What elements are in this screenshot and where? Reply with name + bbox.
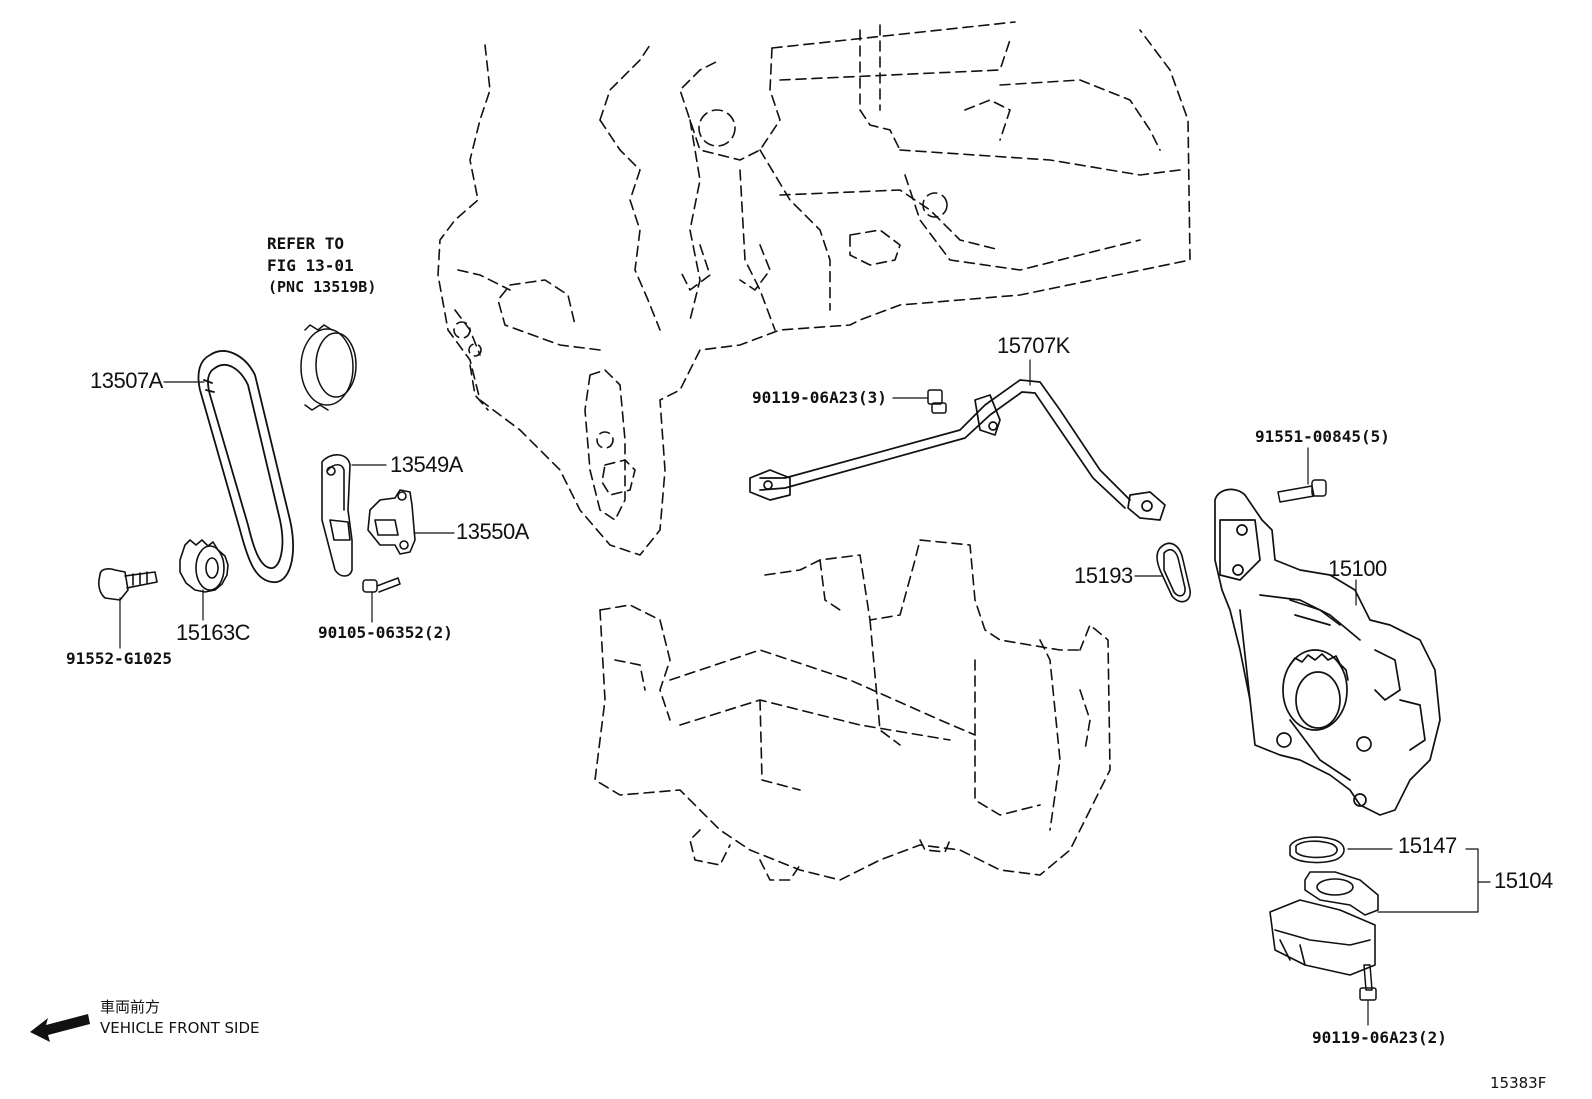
bolt-90119-a bbox=[928, 390, 946, 413]
refer-note-line2: FIG 13-01 bbox=[267, 256, 354, 275]
part-13507A[interactable]: 13507A bbox=[90, 368, 163, 393]
direction-en: VEHICLE FRONT SIDE bbox=[100, 1019, 260, 1037]
part-15104[interactable]: 15104 bbox=[1494, 868, 1553, 893]
part-15100[interactable]: 15100 bbox=[1328, 556, 1387, 581]
part-13549A[interactable]: 13549A bbox=[390, 452, 463, 477]
strainer-15104 bbox=[1270, 872, 1378, 975]
timing-chain bbox=[198, 351, 293, 582]
o-ring-15193 bbox=[1157, 543, 1190, 601]
oil-pump bbox=[1215, 489, 1440, 815]
part-90119-06A23-2[interactable]: 90119-06A23(2) bbox=[1312, 1028, 1447, 1047]
part-90119-06A23-3[interactable]: 90119-06A23(3) bbox=[752, 388, 887, 407]
oil-pipe bbox=[750, 380, 1165, 520]
figure-id: 15383F bbox=[1490, 1074, 1547, 1092]
refer-note-line3: (PNC 13519B) bbox=[268, 278, 377, 296]
chain-tensioner bbox=[368, 490, 415, 554]
part-91552-G1025[interactable]: 91552-G1025 bbox=[66, 649, 172, 668]
part-15707K[interactable]: 15707K bbox=[997, 333, 1070, 358]
part-90105-06352[interactable]: 90105-06352(2) bbox=[318, 623, 453, 642]
crank-bolt bbox=[99, 569, 157, 600]
cam-sprocket bbox=[301, 325, 356, 410]
oil-pan bbox=[595, 540, 1110, 880]
part-15193[interactable]: 15193 bbox=[1074, 563, 1133, 588]
bolt-90105 bbox=[363, 578, 400, 592]
gasket-15147 bbox=[1290, 837, 1344, 862]
crank-sprocket bbox=[180, 540, 228, 592]
bolt-91551 bbox=[1278, 480, 1326, 502]
chain-guide bbox=[322, 455, 352, 576]
part-91551-00845[interactable]: 91551-00845(5) bbox=[1255, 427, 1390, 446]
leader-lines bbox=[120, 360, 1490, 1025]
refer-note-line1: REFER TO bbox=[267, 234, 345, 253]
direction-jp: 車両前方 bbox=[100, 998, 161, 1016]
engine-block bbox=[438, 22, 1190, 555]
part-15163C[interactable]: 15163C bbox=[176, 620, 251, 645]
front-arrow-icon bbox=[30, 1014, 90, 1042]
part-15147[interactable]: 15147 bbox=[1398, 833, 1457, 858]
part-13550A[interactable]: 13550A bbox=[456, 519, 529, 544]
